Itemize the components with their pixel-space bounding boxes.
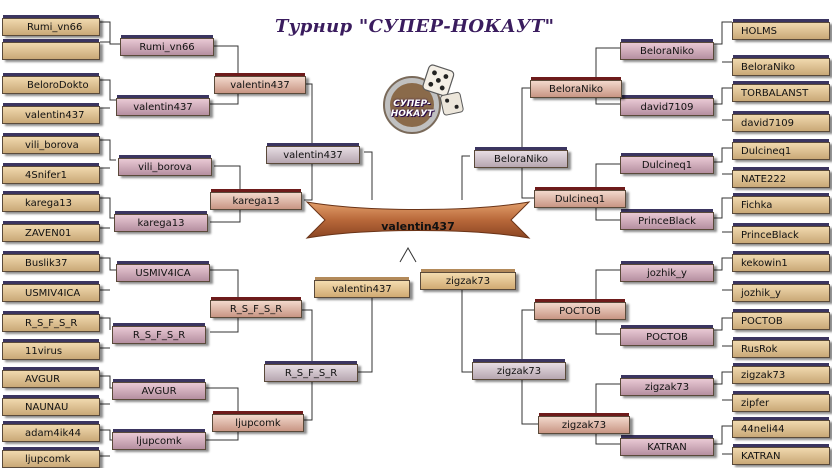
right-r1-slot: TORBALANST	[732, 84, 830, 102]
right-r2-slot: POCTOB	[620, 328, 714, 346]
right-r4-slot: BeloraNiko	[474, 150, 568, 168]
left-r1-slot: NAUNAU	[2, 398, 100, 416]
left-r1-slot: R_S_F_S_R	[2, 314, 100, 332]
right-r1-slot: david7109	[732, 114, 830, 132]
right-r2-slot: Dulcineq1	[620, 156, 714, 174]
right-r1-slot: jozhik_y	[732, 284, 830, 302]
right-r3-slot: BeloraNiko	[530, 80, 622, 98]
left-r2-slot: R_S_F_S_R	[112, 326, 206, 344]
left-r1-slot: Buslik37	[2, 254, 100, 272]
left-r1-slot: ljupcomk	[2, 450, 100, 468]
left-r2-slot: valentin437	[116, 98, 210, 116]
right-r4-slot: zigzak73	[472, 362, 566, 380]
right-r1-slot: HOLMS	[732, 22, 830, 40]
left-r2-slot: AVGUR	[112, 382, 206, 400]
champion-banner: valentin437	[305, 198, 531, 244]
left-r1-slot: USMIV4ICA	[2, 284, 100, 302]
right-r1-slot: kekowin1	[732, 254, 830, 272]
tournament-logo: СУПЕР-НОКАУТ	[372, 58, 472, 148]
left-r4-slot: valentin437	[266, 146, 360, 164]
right-r3-slot: zigzak73	[538, 416, 630, 434]
left-r3-slot: karega13	[210, 192, 302, 210]
right-r1-slot: zigzak73	[732, 366, 830, 384]
right-r2-slot: PrinceBlack	[620, 212, 714, 230]
right-r2-slot: jozhik_y	[620, 264, 714, 282]
right-r1-slot: NATE222	[732, 170, 830, 188]
right-r1-slot: Fichka	[732, 196, 830, 214]
right-r3-slot: Dulcineq1	[534, 190, 626, 208]
tournament-title: Турнир "СУПЕР-НОКАУТ"	[275, 16, 555, 37]
right-r2-slot: KATRAN	[620, 438, 714, 456]
dice-icon	[383, 64, 464, 134]
left-r3-slot: ljupcomk	[212, 414, 304, 432]
banner-ribbon	[305, 201, 531, 239]
left-r1-slot: vili_borova	[2, 136, 100, 154]
left-r1-slot: karega13	[2, 194, 100, 212]
left-r2-slot: ljupcomk	[112, 432, 206, 450]
left-r1-slot: valentin437	[2, 106, 100, 124]
right-r1-slot: POCTOB	[732, 312, 830, 330]
right-r1-slot: zipfer	[732, 394, 830, 412]
right-r1-slot: KATRAN	[732, 447, 830, 465]
left-r2-slot: Rumi_vn66	[120, 38, 214, 56]
right-r2-slot: zigzak73	[620, 378, 714, 396]
right-r2-slot: BeloraNiko	[620, 42, 714, 60]
left-r2-slot: karega13	[114, 214, 208, 232]
left-r4-slot: R_S_F_S_R	[264, 364, 358, 382]
right-r1-slot: Dulcineq1	[732, 142, 830, 160]
right-r2-slot: david7109	[620, 98, 714, 116]
left-r1-slot: AVGUR	[2, 370, 100, 388]
left-r1-slot: BeloroDokto	[2, 76, 100, 94]
left-r1-slot: ZAVEN01	[2, 224, 100, 242]
champion-name: valentin437	[381, 220, 455, 233]
left-r1-slot	[2, 42, 100, 60]
left-r2-slot: vili_borova	[118, 158, 212, 176]
final-left-slot: valentin437	[314, 280, 410, 298]
left-r2-slot: USMIV4ICA	[116, 264, 210, 282]
final-right-slot: zigzak73	[420, 272, 516, 290]
right-r1-slot: 44neli44	[732, 420, 830, 438]
left-r1-slot: Rumi_vn66	[2, 18, 100, 36]
right-r1-slot: BeloraNiko	[732, 58, 830, 76]
right-r1-slot: RusRok	[732, 340, 830, 358]
left-r1-slot: adam4ik44	[2, 424, 100, 442]
left-r1-slot: 4Snifer1	[2, 166, 100, 184]
right-r3-slot: POCTOB	[534, 302, 626, 320]
left-r3-slot: valentin437	[214, 76, 306, 94]
logo-text: СУПЕР-НОКАУТ	[390, 99, 434, 119]
right-r1-slot: PrinceBlack	[732, 226, 830, 244]
left-r1-slot: 11virus	[2, 342, 100, 360]
left-r3-slot: R_S_F_S_R	[210, 300, 302, 318]
